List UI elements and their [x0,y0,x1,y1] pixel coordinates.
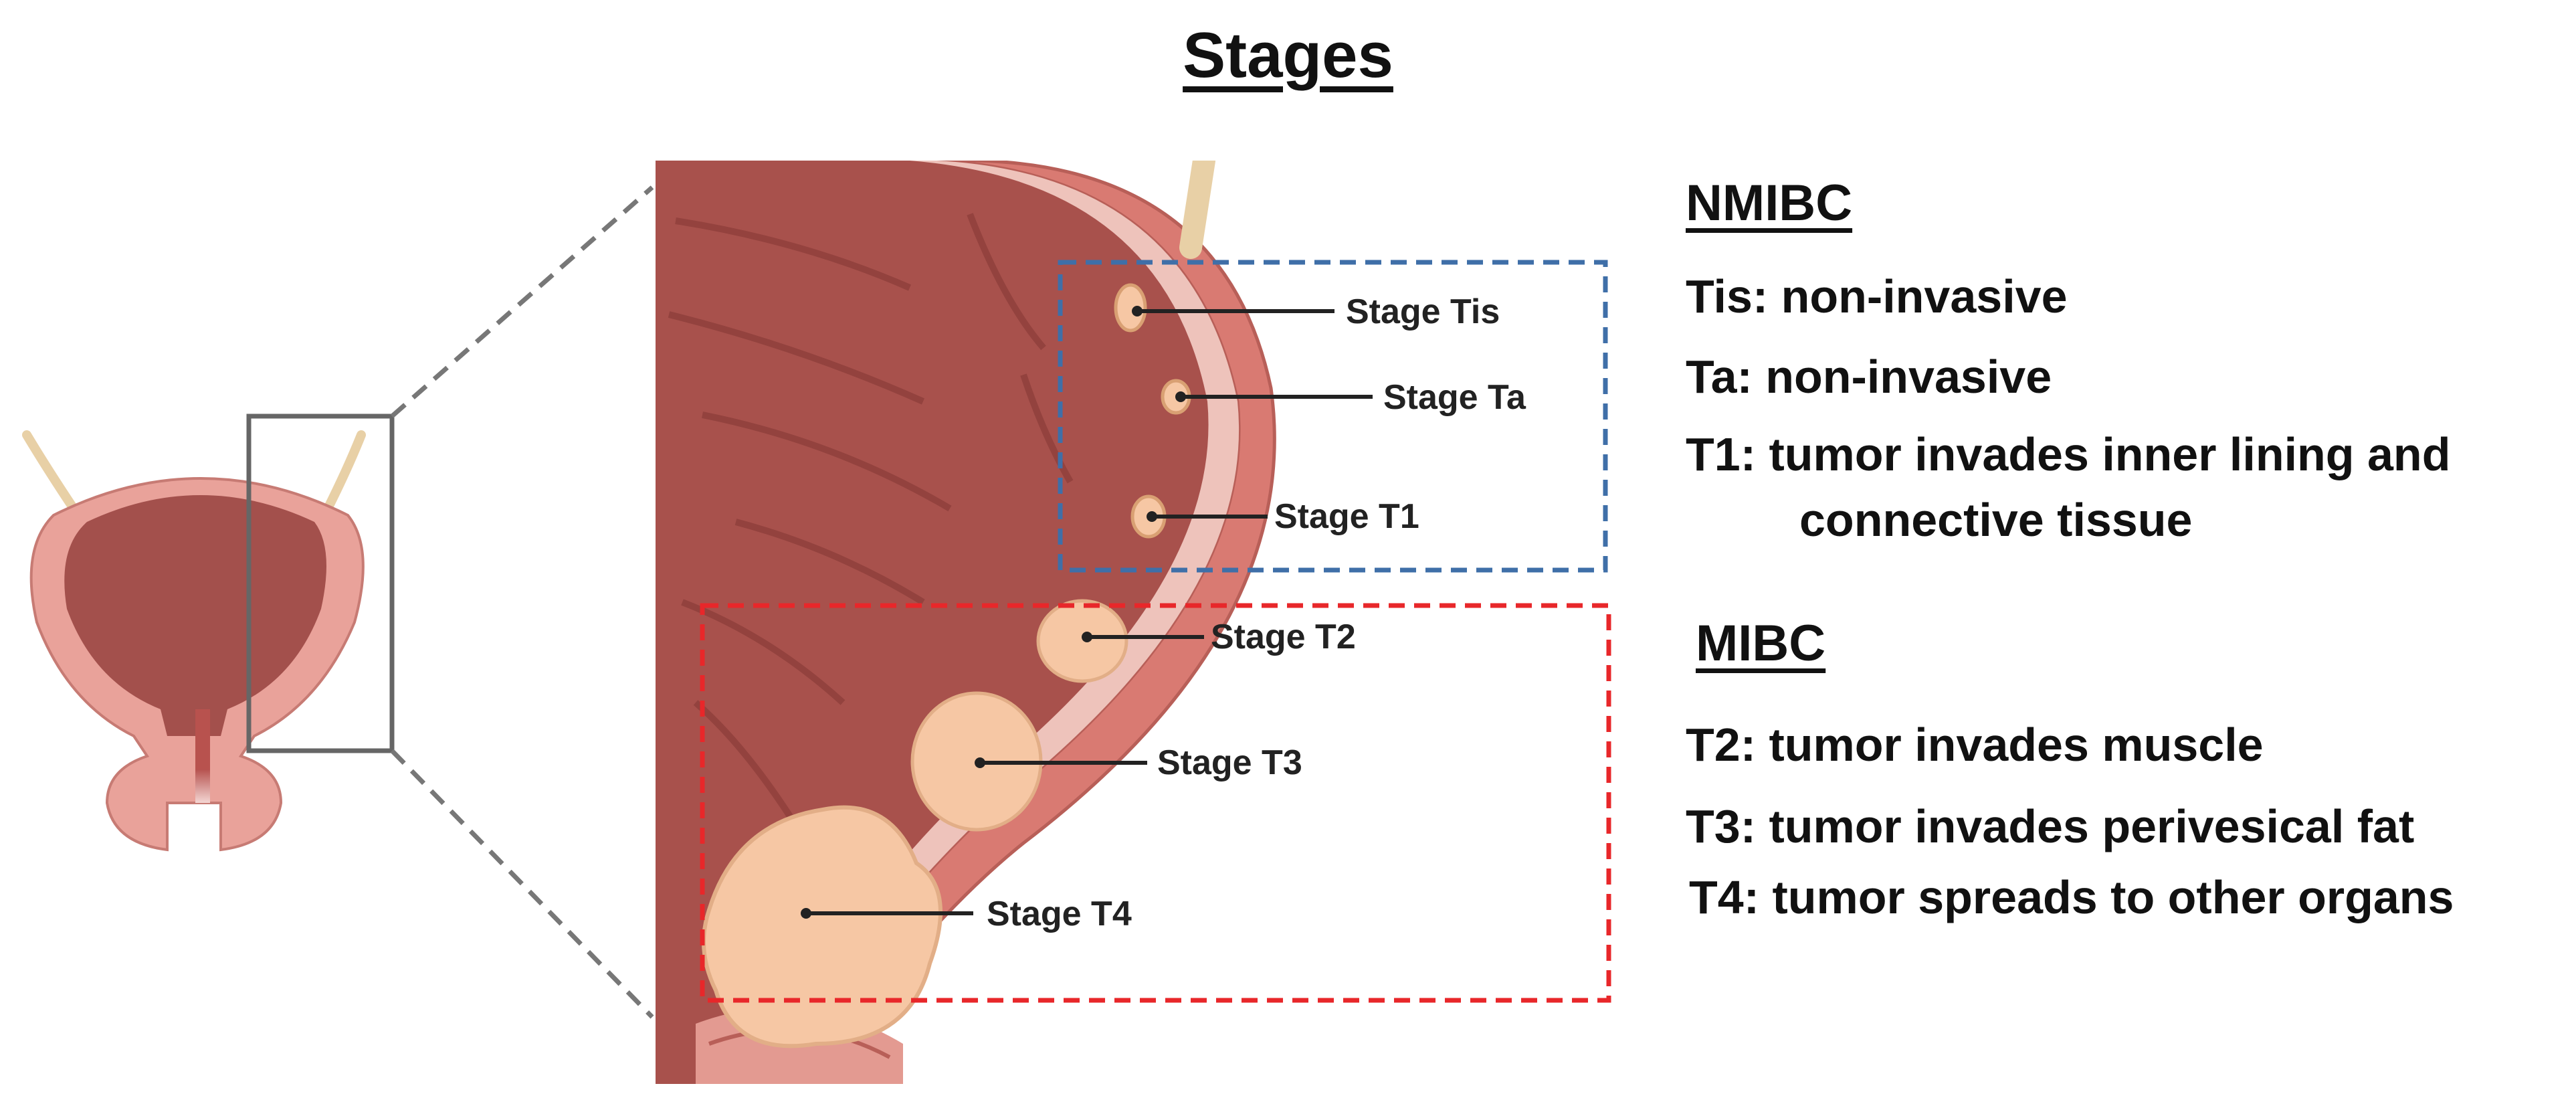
stage-label-ta: Stage Ta [1383,378,1526,417]
zoom-frame [246,414,395,753]
legend-item-t1: T1: tumor invades inner lining and [1686,428,2451,480]
stage-label-t1: Stage T1 [1274,497,1419,536]
legend-item-t2: T2: tumor invades muscle [1686,719,2264,771]
mibc-box [700,603,1611,1003]
tumor-tis [1114,283,1147,333]
stage-label-t3: Stage T3 [1157,743,1302,782]
legend-item-tis: Tis: non-invasive [1686,270,2068,323]
leader-lines [806,309,1373,915]
stage-label-t2: Stage T2 [1211,618,1356,656]
legend-item-t3: T3: tumor invades perivesical fat [1686,800,2415,852]
legend-item-ta: Ta: non-invasive [1686,351,2052,403]
nmibc-heading: NMIBC [1686,175,1853,232]
tumor-t4 [702,805,943,1048]
nmibc-box [1058,260,1608,573]
legend-item-t4: T4: tumor spreads to other organs [1689,871,2454,923]
mibc-heading: MIBC [1696,615,1826,672]
tumor-t2 [1036,599,1128,683]
stage-label-tis: Stage Tis [1346,292,1500,331]
legend-item-t1-continued: connective tissue [1799,494,2193,546]
whole-bladder-schematic [22,185,654,1019]
page-title: Stages [1183,19,1393,91]
stage-label-t4: Stage T4 [987,895,1132,933]
